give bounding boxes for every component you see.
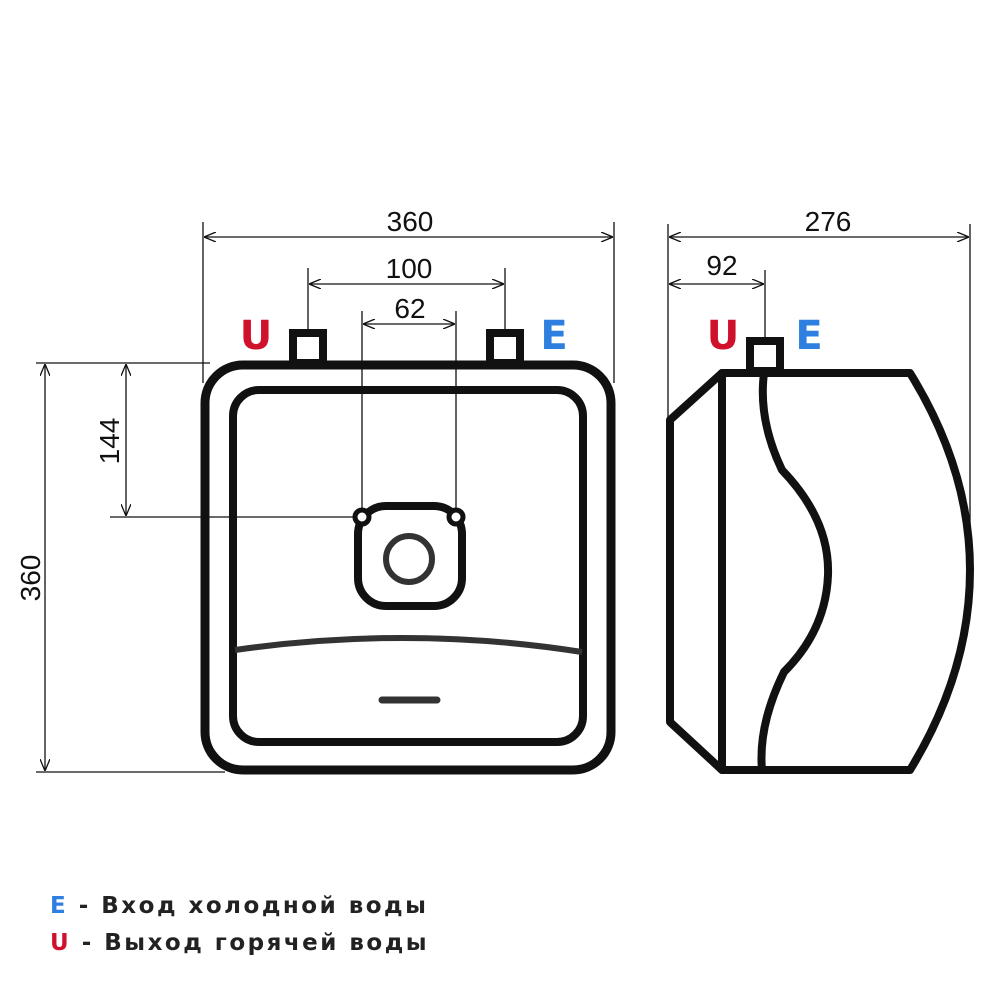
- side-depth-label: 276: [805, 206, 852, 237]
- side-pipe-offset-label: 92: [706, 250, 737, 281]
- front-decor-curve: [234, 634, 583, 655]
- front-hot-pipe: [289, 329, 327, 367]
- front-inner-panel: [229, 386, 587, 746]
- side-cold-inlet-label: E: [795, 313, 822, 359]
- front-height-dimension: 360: [15, 362, 225, 773]
- side-pipe: [746, 337, 784, 375]
- thermostat-housing: [354, 502, 466, 610]
- legend-code-cold: E: [50, 893, 69, 919]
- front-mount-spacing-label: 62: [394, 293, 425, 324]
- legend-item-cold-inlet: E - Вход холодной воды: [50, 893, 428, 919]
- front-hot-outlet-label: U: [240, 313, 272, 359]
- mount-hole-right: [446, 507, 466, 527]
- front-width-dimension: 360: [202, 206, 615, 383]
- front-pipe-spacing-dimension: 100: [307, 253, 506, 333]
- front-mount-height-dimension: 144: [94, 362, 354, 518]
- legend-text-cold-inlet: Вход холодной воды: [101, 893, 429, 919]
- legend-separator: -: [68, 893, 102, 919]
- front-cold-pipe: [486, 329, 524, 367]
- front-mount-height-label: 144: [94, 418, 125, 465]
- legend-text-hot-outlet: Выход горячей воды: [104, 930, 430, 956]
- side-view: 276 92 U E: [666, 206, 974, 774]
- front-pipe-spacing-label: 100: [386, 253, 433, 284]
- front-cold-inlet-label: E: [540, 313, 567, 359]
- front-mount-spacing-dimension: 62: [361, 293, 457, 512]
- side-wave-seam: [757, 372, 833, 771]
- side-main-body: [718, 369, 974, 774]
- thermostat-knob: [383, 533, 435, 585]
- front-width-label: 360: [387, 206, 434, 237]
- legend-code-hot: U: [50, 930, 72, 956]
- legend-item-hot-outlet: U - Выход горячей воды: [50, 930, 429, 956]
- mount-hole-left: [352, 507, 372, 527]
- side-pipe-offset-dimension: 92: [670, 250, 766, 341]
- front-height-label: 360: [15, 555, 46, 602]
- side-hot-outlet-label: U: [707, 313, 739, 359]
- side-back-plate: [666, 369, 726, 774]
- side-depth-dimension: 276: [667, 206, 971, 540]
- legend-separator: -: [71, 930, 105, 956]
- front-view: 360 100 62 144 360: [15, 206, 616, 775]
